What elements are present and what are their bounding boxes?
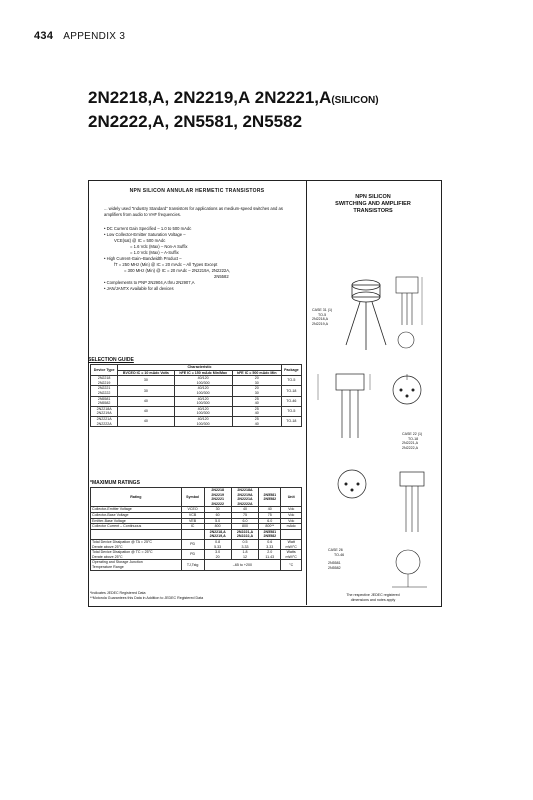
bullet: • High Current-Gain–Bandwidth Product – (104, 256, 182, 261)
right-panel: NPN SILICON SWITCHING AND AMPLIFIER TRAN… (306, 180, 440, 605)
table-row: Total Device Dissipation @ TC = 25°C Der… (90, 549, 302, 561)
table-row: Total Device Dissipation @ TA = 25°C Der… (90, 538, 302, 551)
title-part: 2N2218,A, (88, 88, 170, 107)
bullet-sub: = 1.0 Vdc (Max) – A-Suffix (130, 250, 179, 255)
bullet-sub: VCE(sat) @ IC = 500 mAdc (114, 238, 166, 243)
bullet-sub: 2N5582 (214, 274, 229, 279)
max-ratings-title: *MAXIMUM RATINGS (90, 480, 140, 486)
col-header: hFE IC = 500 mAdc Min (231, 369, 282, 377)
to18-package-drawing (317, 373, 422, 438)
intro-text: ... widely used "Industry Standard" tran… (104, 206, 283, 217)
title-line-2: 2N2222,A, 2N5581, 2N5582 (88, 112, 302, 132)
bullet-sub: = 300 MHz (Min) @ IC = 20 mAdc – 2N2219A… (124, 268, 231, 273)
datasheet-frame (88, 180, 442, 607)
bullet: • DC Current Gain Specified – 1.0 to 500… (104, 226, 192, 231)
case2-label: CASE 22 (1) TO-18 2N2221,A 2N2222,A (402, 432, 423, 450)
table-row: Operating and Storage Junction Temperatu… (90, 559, 302, 571)
title-part: 2N5582 (242, 112, 303, 131)
col-header: Package (280, 363, 303, 377)
max-ratings-table: Rating Symbol 2N2218 2N2219 2N2221 2N222… (90, 486, 302, 571)
col-header: Device Type (89, 363, 119, 377)
bullet-sub: fT = 250 MHz (Min) @ IC = 20 mAdc – All … (114, 262, 218, 267)
col-header: 2N2218A 2N2219A 2N2221A 2N2222A (230, 486, 260, 508)
col-header: 2N2218 2N2219 2N2221 2N2222 (203, 486, 232, 508)
col-header: Symbol (180, 486, 205, 508)
page-number: 434 (34, 30, 54, 42)
right-heading: NPN SILICON SWITCHING AND AMPLIFIER TRAN… (335, 194, 411, 214)
to5-package-drawing (345, 276, 423, 350)
title-part: 2N5581, (173, 112, 239, 131)
bullet: • Complements to PNP 2N2904,A thru 2N290… (104, 280, 195, 285)
col-header: Unit (280, 486, 302, 508)
bullet-sub: = 1.6 Vdc (Max) – Non-A Suffix (130, 244, 188, 249)
col-header: 2N2221,A 2N2222,A (230, 528, 260, 540)
case1-label: CASE 31 (1) TO-5 2N2218,A 2N2219,A (312, 308, 333, 326)
col-header: 2N2218,A 2N2219,A (203, 528, 232, 540)
footnote-1: *Indicates JEDEC Registered Data (90, 591, 146, 595)
appendix-label: APPENDIX 3 (63, 31, 126, 42)
left-panel: NPN SILICON ANNULAR HERMETIC TRANSISTORS… (88, 180, 307, 605)
col-header: BVCEO IC = 10 mAdc Volts (117, 369, 175, 377)
page-header: 434 APPENDIX 3 (34, 30, 125, 42)
bullet: • JAN/JANTX Available for all devices (104, 286, 174, 291)
title-part: 2N2221,A (254, 88, 332, 107)
bullet: • Low Collector-Emitter Saturation Volta… (104, 232, 186, 237)
title-line-1: 2N2218,A, 2N2219,A 2N2221,A(SILICON) (88, 88, 379, 108)
selection-guide-table: Device Type Characteristic Package BVCEO… (89, 363, 303, 428)
col-header: 2N5581 2N5582 (258, 486, 282, 508)
col-header: 2N5581 2N5582 (258, 528, 282, 540)
title-part: 2N2222,A, (88, 112, 170, 131)
footnote-2: **Motorola Guarantees this Data in Addit… (90, 596, 204, 600)
col-header: Rating (90, 486, 182, 508)
title-part: (SILICON) (331, 95, 379, 106)
jedec-note: The respective JEDEC registered dimensio… (346, 593, 400, 602)
feature-list: • DC Current Gain Specified – 1.0 to 500… (104, 226, 294, 292)
title-part: 2N2219,A (173, 88, 251, 107)
selection-guide-title: SELECTION GUIDE (88, 357, 134, 363)
left-heading: NPN SILICON ANNULAR HERMETIC TRANSISTORS (129, 188, 265, 194)
col-header: hFE IC = 150 mAdc Min/Max (173, 369, 233, 377)
to46-package-drawing (337, 469, 427, 588)
case3-label: CASE 26 TO-46 2N5581 2N5582 (328, 548, 345, 570)
